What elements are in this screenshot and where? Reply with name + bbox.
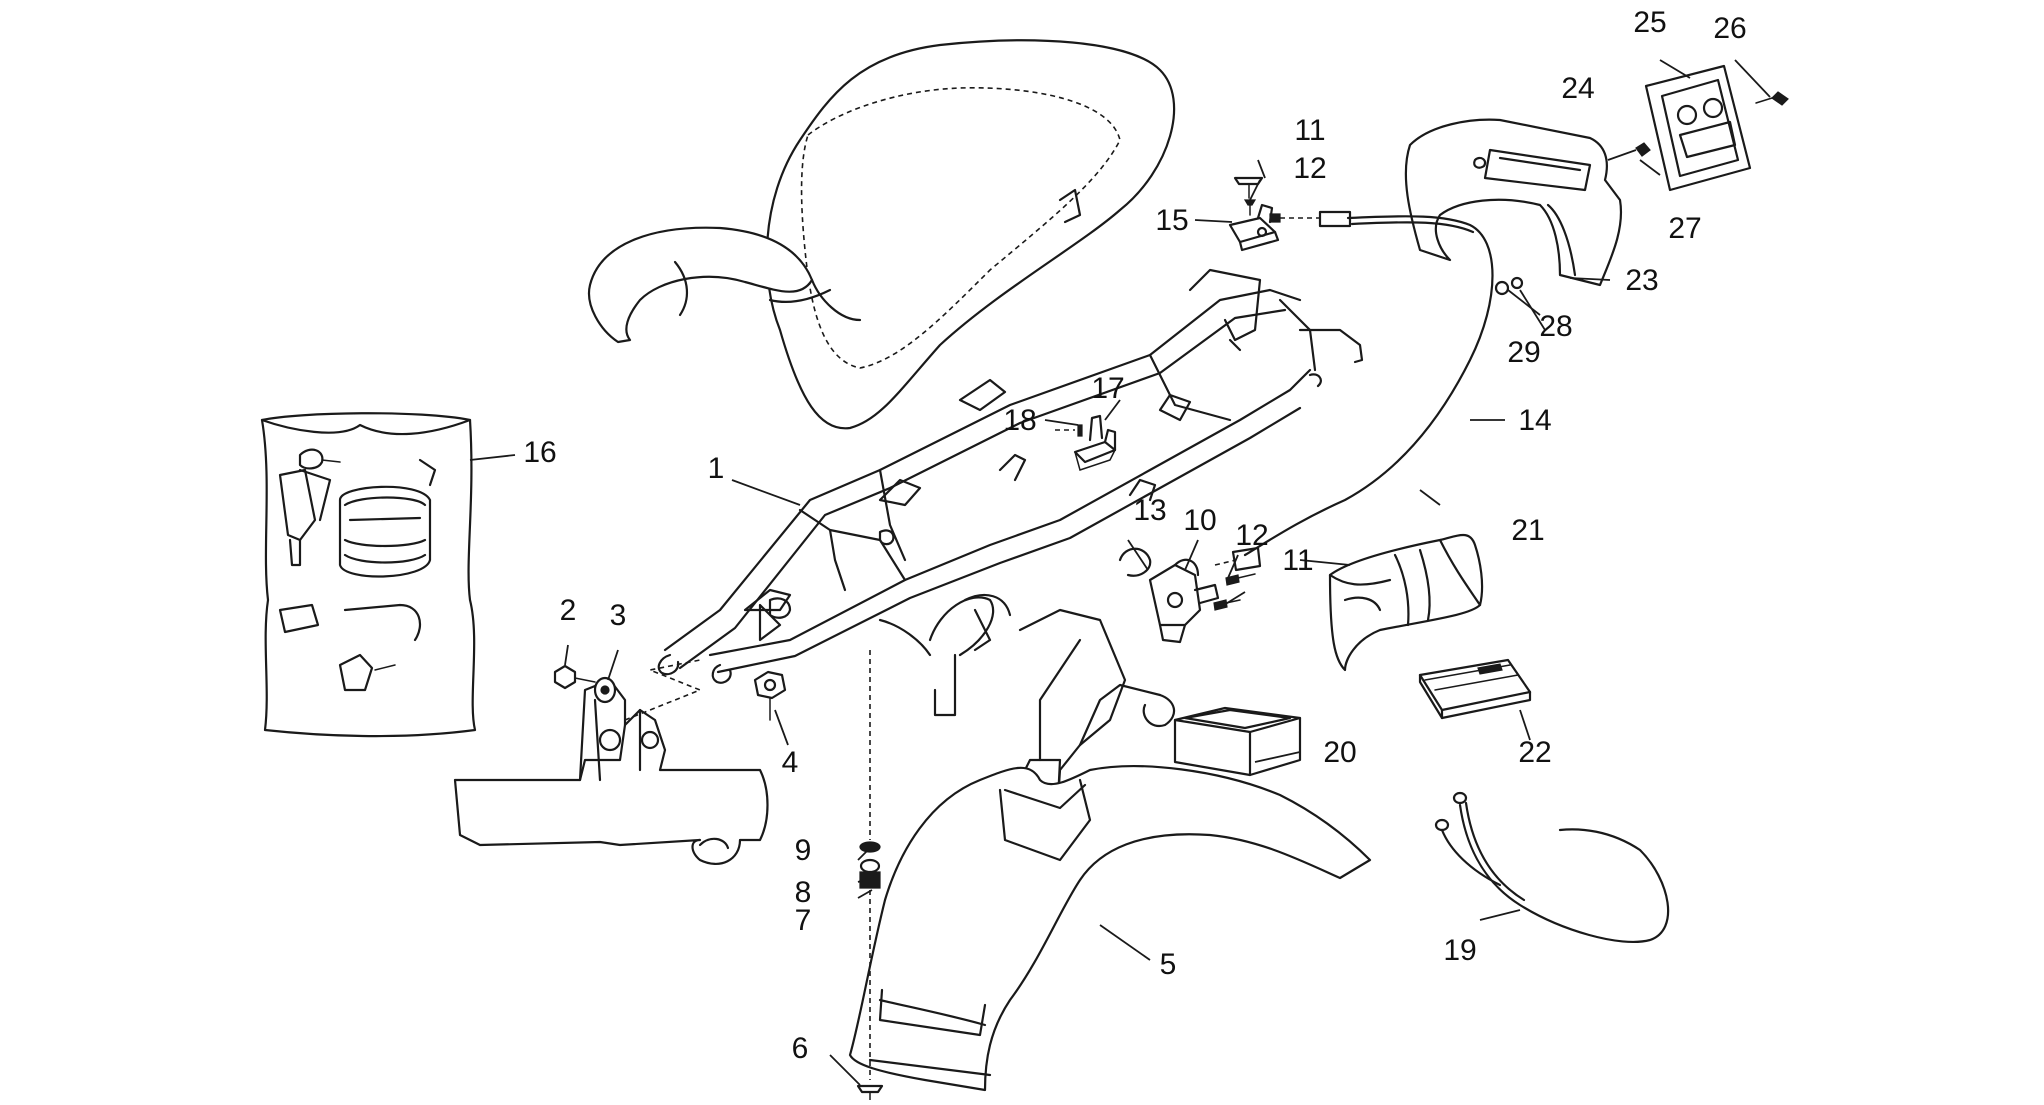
callout-22: 22 (1518, 736, 1551, 769)
leader-lines (469, 59, 1771, 1086)
callout-21: 21 (1511, 514, 1544, 547)
callout-12-lower: 12 (1235, 519, 1268, 552)
lock-set-bag (260, 412, 477, 738)
callout-8: 8 (795, 876, 812, 909)
callout-16: 16 (523, 436, 556, 469)
number-plate-holder (1404, 64, 1789, 296)
lock-assembly (1118, 547, 1256, 644)
seat-hinge (1055, 414, 1117, 471)
callout-24: 24 (1561, 72, 1594, 105)
rear-fender (848, 765, 1372, 1092)
callout-17: 17 (1091, 372, 1124, 405)
callout-3: 3 (610, 599, 627, 632)
callout-15: 15 (1155, 204, 1188, 237)
callout-6: 6 (792, 1032, 809, 1065)
owners-manual (1418, 658, 1532, 720)
callout-11-lower: 11 (1282, 544, 1313, 577)
callout-numbers: 1 2 3 4 5 6 7 8 9 10 11 11 12 12 13 14 1… (523, 6, 1746, 1065)
callout-10: 10 (1183, 504, 1216, 537)
callout-26: 26 (1713, 12, 1746, 45)
callout-9: 9 (795, 834, 812, 867)
helmet-cable (1434, 791, 1670, 944)
callout-25: 25 (1633, 6, 1666, 39)
seat-lock-cable (1214, 210, 1494, 572)
callout-27: 27 (1668, 212, 1701, 245)
callout-5: 5 (1160, 948, 1177, 981)
callout-4: 4 (782, 746, 799, 779)
tool-bag (1328, 533, 1484, 672)
callout-7: 7 (795, 904, 812, 937)
callout-29: 29 (1507, 336, 1540, 369)
rear-frame (657, 268, 1364, 802)
callout-11-top: 11 (1294, 114, 1325, 147)
callout-2: 2 (560, 594, 577, 627)
fasteners (553, 664, 787, 721)
seat (587, 39, 1176, 430)
fender-mount-hardware (856, 650, 884, 1105)
callout-18: 18 (1003, 404, 1036, 437)
callout-14: 14 (1518, 404, 1551, 437)
battery-tray (1173, 706, 1302, 777)
seat-latch (1228, 176, 1280, 252)
callout-1: 1 (708, 452, 725, 485)
callout-23: 23 (1625, 264, 1658, 297)
callout-28: 28 (1539, 310, 1572, 343)
callout-20: 20 (1323, 736, 1356, 769)
chain-guard (453, 659, 769, 865)
callout-12-top: 12 (1293, 152, 1326, 185)
callout-19: 19 (1443, 934, 1476, 967)
callout-13: 13 (1133, 494, 1166, 527)
